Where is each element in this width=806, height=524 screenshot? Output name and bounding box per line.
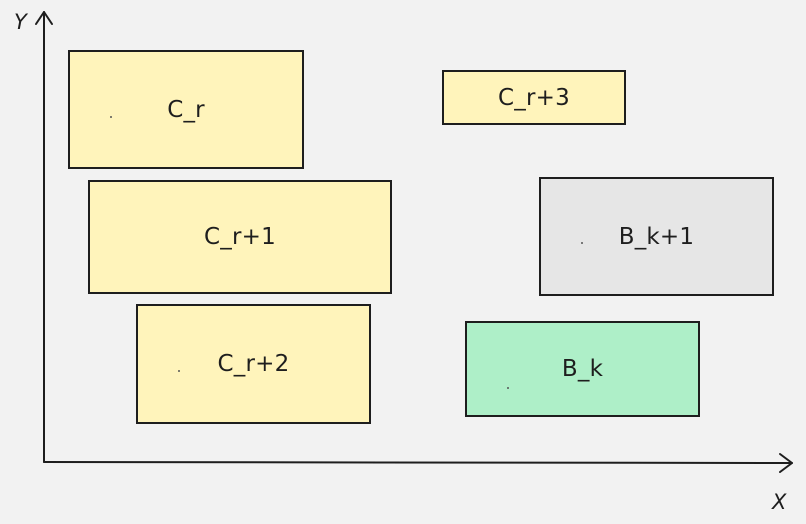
box-c-r-plus-2-label: C_r+2: [217, 351, 290, 377]
box-b-k-plus-1[interactable]: B_k+1: [539, 177, 774, 296]
x-axis-label: X: [772, 490, 787, 514]
box-b-k-dot: [507, 387, 509, 389]
box-c-r-plus-2[interactable]: C_r+2: [136, 304, 371, 424]
box-b-k-plus-1-dot: [581, 242, 583, 244]
box-c-r-plus-3-label: C_r+3: [498, 84, 570, 111]
box-c-r-dot: [110, 116, 112, 118]
box-c-r-label: C_r: [167, 96, 205, 123]
box-c-r-plus-3[interactable]: C_r+3: [442, 70, 626, 125]
box-c-r-plus-1-label: C_r+1: [204, 224, 276, 250]
x-axis-line: [43, 461, 793, 464]
box-b-k[interactable]: B_k: [465, 321, 700, 417]
y-axis-arrowhead: [35, 11, 53, 25]
x-axis-arrowhead: [779, 453, 793, 473]
y-axis-label: Y: [14, 10, 27, 34]
box-b-k-label: B_k: [561, 356, 604, 382]
box-c-r[interactable]: C_r: [68, 50, 304, 169]
box-c-r-plus-2-dot: [178, 370, 180, 372]
box-c-r-plus-1[interactable]: C_r+1: [88, 180, 392, 294]
box-b-k-plus-1-label: B_k+1: [618, 223, 695, 250]
